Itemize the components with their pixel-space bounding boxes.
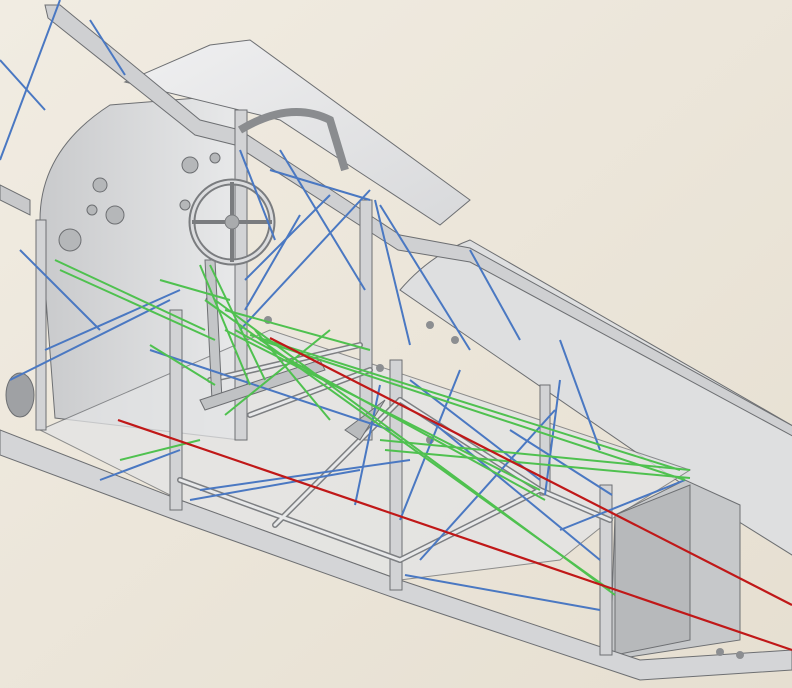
rear-box-face: [614, 484, 691, 656]
upper-longeron: [44, 4, 792, 437]
control-cables: [54, 259, 691, 596]
red-lines: [117, 337, 792, 652]
front-strut: [0, 184, 31, 216]
control-wheel: [188, 178, 276, 266]
lower-longeron: [0, 429, 792, 681]
dashboard-hoop: [237, 108, 349, 172]
bracing-wires: [0, 0, 686, 611]
vertical-posts: [35, 109, 613, 656]
bulkhead-holes: [58, 152, 221, 305]
engine-mount-tube: [5, 372, 35, 418]
top-deck: [123, 39, 471, 226]
